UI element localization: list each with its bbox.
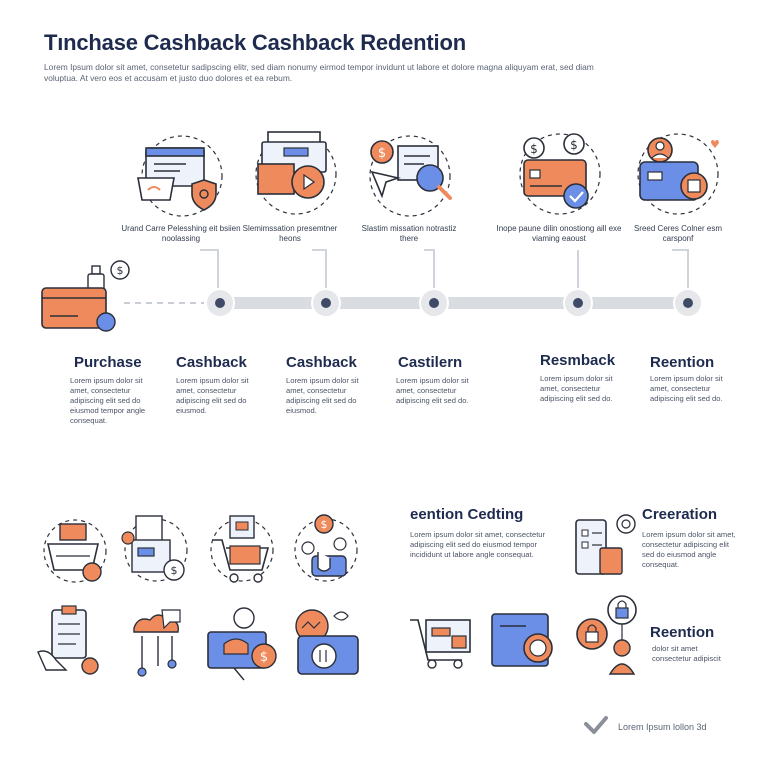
section-title-eention-cedting: eention Cedting: [410, 506, 524, 523]
svg-text:$: $: [117, 264, 124, 277]
invoice-card-icon: [137, 135, 223, 217]
page-title: Tınchase Cashback Cashback Redention: [44, 30, 466, 55]
footer-text: Lorem Ipsum lollon 3d: [618, 722, 707, 732]
basket-discount-icon: [43, 519, 107, 583]
user-dollar-icon: $: [207, 607, 277, 681]
hand-coin-icon: $: [294, 514, 358, 582]
svg-text:$: $: [378, 146, 386, 161]
svg-text:$: $: [530, 142, 538, 156]
chat-cloud-icon: [133, 609, 181, 677]
step-desc-resmback: Lorem ipsum dolor sit amet, consectetur …: [540, 374, 613, 403]
cart-screen-icon: [410, 619, 471, 669]
step-desc-cashback-2: Lorem ipsum dolor sit amet, consectetur …: [286, 376, 359, 415]
step-desc-reention: Lorem ipsum dolor sit amet, consectetur …: [650, 374, 723, 403]
wallet-user-icon: ♥: [637, 133, 720, 215]
page-subtitle: Lorem Ipsum dolor sit amet, consetetur s…: [44, 62, 594, 83]
step-desc-castilern: Lorem ipsum dolor sit amet, consectetur …: [396, 376, 469, 405]
svg-text:$: $: [321, 518, 328, 531]
svg-text:♥: ♥: [710, 138, 720, 151]
store-screen-icon: [255, 131, 337, 215]
search-payment-icon: $: [369, 135, 452, 217]
timeline-track: [208, 297, 696, 309]
step-desc-cashback-1: Lorem ipsum dolor sit amet, consectetur …: [176, 376, 249, 415]
section-desc-creeration: Lorem ipsum dolor sit amet, consectetur …: [642, 530, 736, 569]
timeline-nodes: [205, 288, 703, 318]
step-title-reention: Reention: [650, 354, 715, 371]
section-desc-reention: dolor sit amet consectetur adipiscit: [652, 644, 721, 663]
shopping-cart-icon: [210, 515, 274, 583]
step-title-purchase: Purchase: [74, 354, 142, 371]
svg-text:$: $: [260, 650, 268, 665]
step-desc-purchase: Lorem ipsum dolor sit amet, consectetur …: [70, 376, 146, 425]
svg-text:$: $: [171, 564, 178, 577]
section-desc-eention-cedting: Lorem ipsum dolor sit amet, consectetur …: [410, 530, 546, 559]
section-title-creeration: Creeration: [642, 506, 718, 523]
step-title-cashback-1: Cashback: [176, 354, 247, 371]
checklist-hand-icon: [37, 605, 99, 675]
step-title-castilern: Castilern: [398, 354, 463, 371]
card-badge-icon: [491, 613, 553, 667]
section-title-reention: Reention: [650, 624, 715, 641]
timeline-connectors: [200, 249, 689, 296]
step-title-resmback: Resmback: [540, 352, 616, 369]
card-check-icon: $ $: [519, 133, 601, 215]
caption-card-check: Inope paune dilin onostiong aill exe via…: [496, 224, 622, 243]
lock-user-icon: [576, 595, 637, 675]
credit-card-icon: $: [41, 260, 130, 332]
caption-store-screen: Slemimssation presemtner heons: [242, 224, 338, 243]
card-tap-icon: [295, 609, 359, 675]
caption-search-payment: Slastim missation notrastiz there: [361, 224, 457, 243]
caption-wallet-user: Sreed Ceres Colner esm carsponf: [633, 224, 723, 243]
checkmark-icon: [584, 716, 608, 734]
step-title-cashback-2: Cashback: [286, 354, 357, 371]
phone-checklist-icon: [575, 514, 636, 575]
caption-invoice-card: Urand Carre Pelesshing eit bsiien noolas…: [121, 224, 241, 243]
svg-text:$: $: [570, 138, 578, 152]
receipt-coin-icon: $: [121, 515, 188, 582]
